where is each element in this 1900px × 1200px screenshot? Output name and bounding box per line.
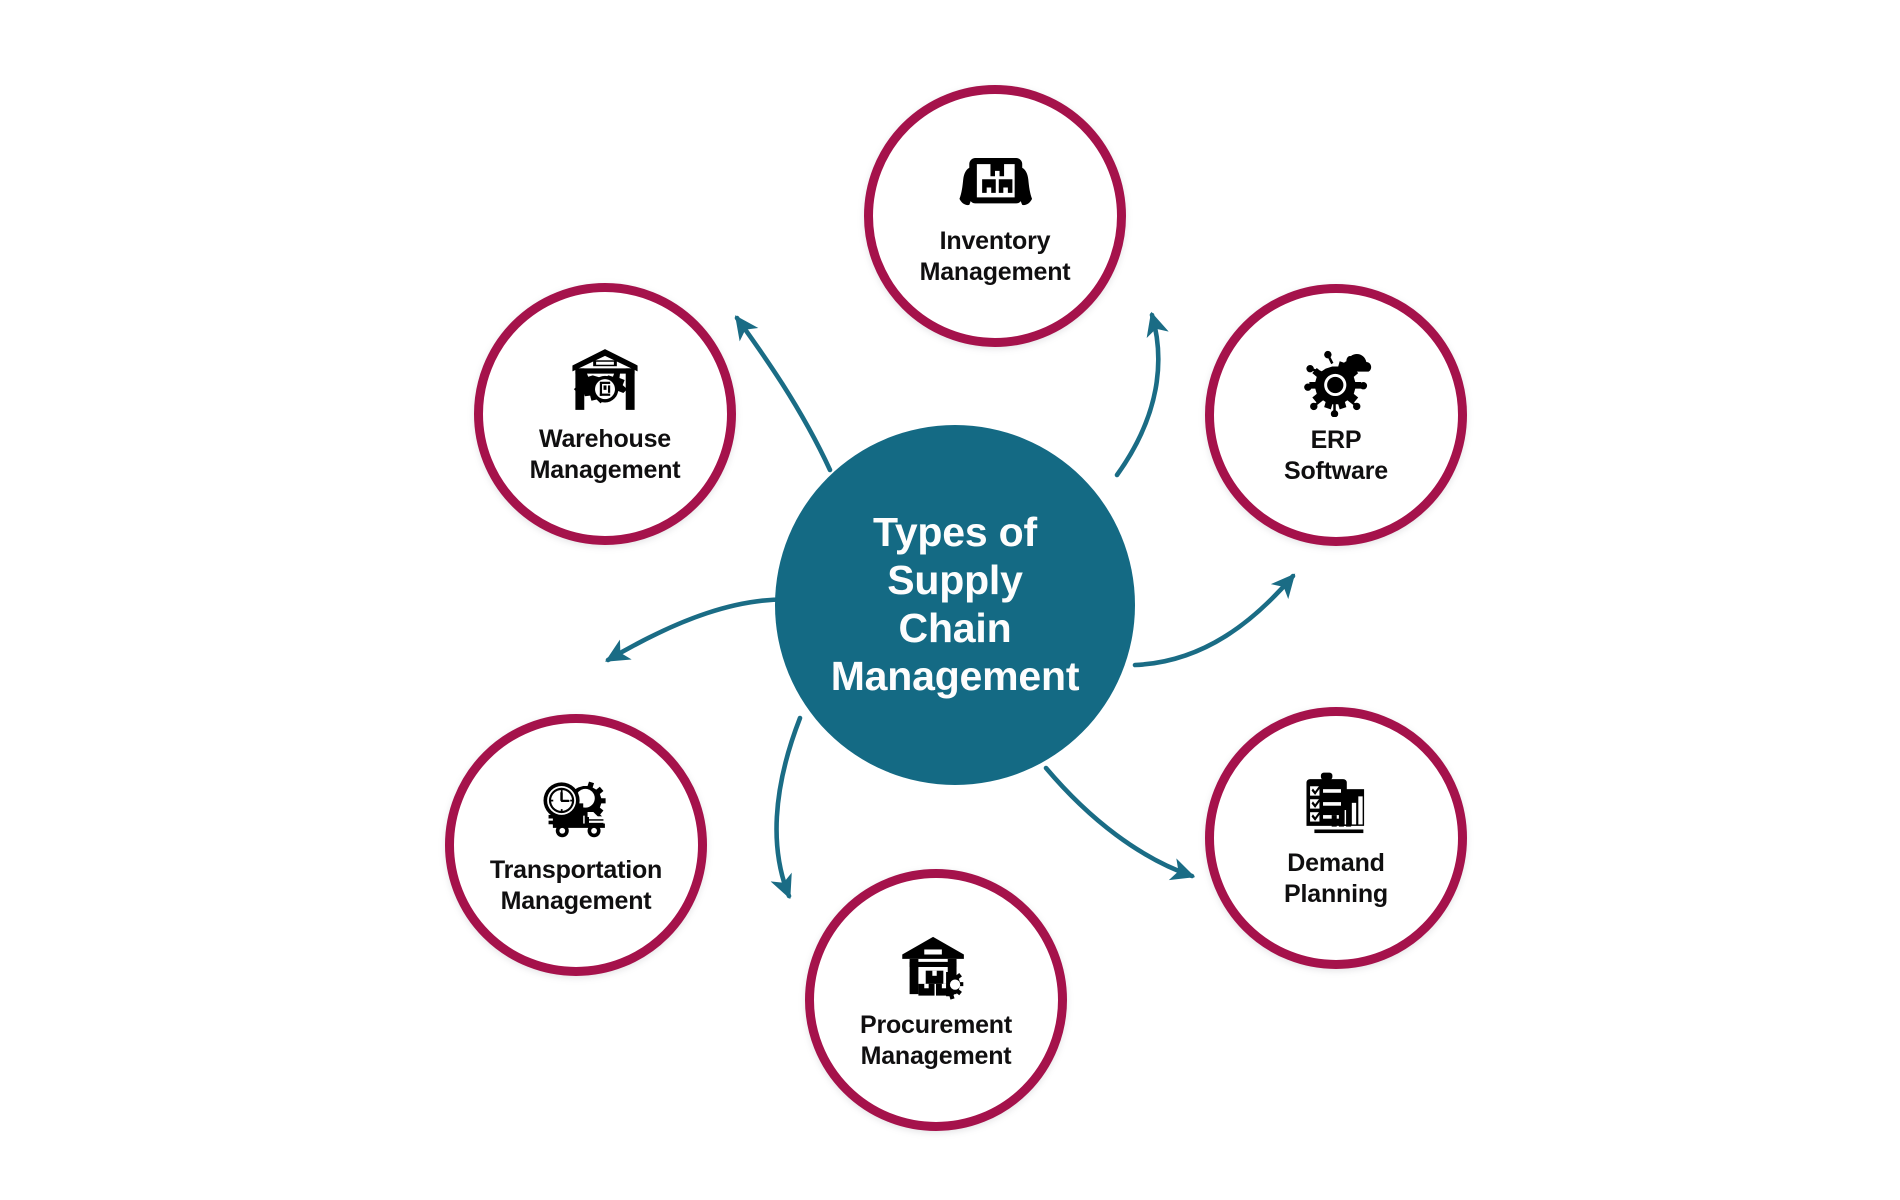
label-line-2: Planning xyxy=(1284,880,1388,908)
connector-hub-to-transportation-management xyxy=(605,597,803,663)
label-line-1: Demand xyxy=(1287,848,1385,877)
label-line-1: Inventory xyxy=(939,226,1051,255)
node-label-erp-software: ERP Software xyxy=(1274,425,1398,488)
label-line-2: Management xyxy=(500,887,652,915)
label-line-2: Management xyxy=(860,1042,1012,1070)
connector-hub-to-demand-planning xyxy=(1043,765,1196,881)
hub-title-line-1: Types of Supply xyxy=(873,509,1037,604)
label-line-1: ERP xyxy=(1310,425,1362,454)
warehouse-gear-clipboard-icon xyxy=(566,342,644,420)
gear-cloud-network-icon xyxy=(1297,343,1375,421)
label-line-1: Transportation xyxy=(489,855,663,884)
connector-hub-to-erp-software xyxy=(1132,573,1296,668)
connector-hub-to-procurement-management xyxy=(770,715,803,900)
node-erp-software[interactable]: ERP Software xyxy=(1205,284,1467,546)
truck-clock-gear-icon xyxy=(537,773,615,851)
label-line-2: Management xyxy=(919,258,1071,286)
hub-title-line-2: Chain xyxy=(898,605,1012,651)
label-line-2: Management xyxy=(529,456,681,484)
warehouse-boxes-gear-icon xyxy=(897,928,975,1006)
connector-hub-to-warehouse-management xyxy=(734,315,833,473)
label-line-1: Procurement xyxy=(859,1010,1012,1039)
hub-title-line-3: Management xyxy=(830,652,1080,699)
tablet-boxes-hands-icon xyxy=(956,144,1034,222)
label-line-1: Warehouse xyxy=(538,424,672,453)
label-line-2: Software xyxy=(1284,457,1388,485)
clipboard-barchart-icon xyxy=(1297,766,1375,844)
connector-hub-to-inventory-management xyxy=(1114,311,1169,478)
